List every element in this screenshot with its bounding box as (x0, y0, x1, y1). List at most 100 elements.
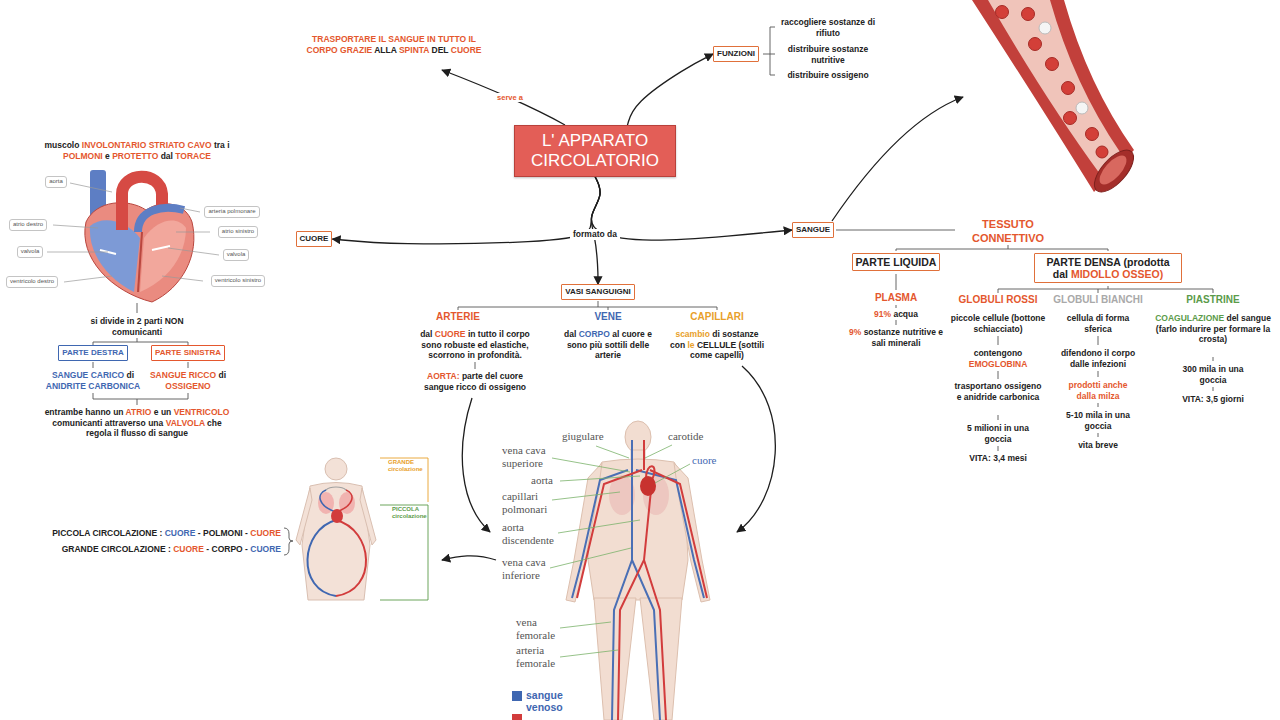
text-run: parti (144, 316, 162, 326)
leader-line (560, 650, 618, 657)
leader-line (162, 276, 203, 281)
body-part-label: arteria femorale (516, 644, 566, 669)
text-run (1002, 381, 1004, 391)
leader-line (550, 445, 690, 657)
text-run: ventricolo (215, 277, 241, 283)
text-run (497, 371, 499, 381)
vessel-note: dal CUORE in tutto il corpo sono robuste… (416, 329, 534, 361)
text-run: discendente (502, 534, 554, 546)
heart-illustration (85, 203, 194, 302)
blood-vessel-illustration (972, 0, 1134, 192)
tissue-heading: TESSUTO CONNETTIVO (963, 218, 1053, 245)
text-run: una (1228, 364, 1243, 374)
text-run: corpo (1111, 348, 1135, 358)
text-run (248, 528, 250, 538)
text-run (397, 45, 399, 55)
tree-line (836, 230, 1108, 251)
text-run (338, 45, 340, 55)
text-run: - (206, 544, 209, 554)
part-label: ventricolo sinistro (211, 275, 265, 286)
vessel-note: dal CORPO al cuore e sono più sottili de… (553, 329, 663, 361)
text-run: CUORE (451, 45, 482, 55)
text-run (1102, 348, 1104, 358)
text-run: come (690, 350, 712, 360)
text-run (972, 423, 974, 433)
text-run: nutritive (811, 55, 845, 65)
text-run: contengono (974, 348, 1023, 358)
human-body (577, 440, 707, 720)
heart-illustration (100, 246, 170, 254)
text-run (124, 407, 126, 417)
text-run (1211, 324, 1213, 334)
text-run (486, 382, 488, 392)
text-run (1002, 423, 1004, 433)
text-run (216, 370, 218, 380)
text-run: in (1105, 410, 1113, 420)
text-run (710, 329, 712, 339)
body-part-label: cuore (692, 454, 716, 467)
text-run: ARTERIE (436, 311, 480, 322)
text-run: MIDOLLO (1071, 268, 1119, 280)
text-run (1098, 294, 1101, 305)
text-run: L' (542, 131, 555, 150)
text-run: CONNETTIVO (972, 232, 1044, 244)
category-box: VASI SANGUIGNI (561, 284, 635, 299)
node-text: aorta (49, 178, 63, 185)
side-box: PARTE SINISTRA (151, 345, 225, 360)
circulation-label: GRANDE circolazione (388, 459, 428, 474)
text-run (1093, 313, 1095, 323)
blood-vessel-illustration (1039, 22, 1051, 34)
human-body (644, 560, 666, 720)
text-run (1119, 268, 1122, 280)
human-body (566, 421, 710, 720)
text-run: DENSA (1084, 256, 1120, 268)
text-run: superiore (502, 457, 543, 469)
text-run: vena (516, 616, 537, 628)
category-box: SANGUE (792, 222, 834, 237)
text-run (204, 544, 206, 554)
blood-fact: 300 mila in una goccia (1173, 364, 1253, 385)
text-run: ATRIO (126, 407, 152, 417)
text-run: VITA: (969, 453, 991, 463)
text-run: distribuire (788, 44, 830, 54)
text-run (980, 313, 982, 323)
text-run: CUORE (165, 528, 196, 538)
text-run: i (227, 140, 229, 150)
text-run (442, 340, 444, 350)
human-body (643, 440, 645, 470)
text-run (432, 329, 434, 339)
text-run: APPARATO (558, 131, 648, 150)
text-run (156, 428, 158, 438)
text-run: tutto (478, 329, 497, 339)
node-text: valvola (21, 248, 40, 255)
text-run (736, 340, 738, 350)
blood-fact: 9% sostanze nutritive e sali minerali (846, 327, 946, 348)
blood-fact: piccole cellule (bottone schiacciato) (946, 313, 1051, 334)
text-run: TESSUTO (982, 218, 1034, 230)
text-run (1177, 324, 1179, 334)
text-run: cava (526, 444, 546, 456)
arrow-line (442, 556, 496, 560)
text-run (98, 316, 100, 326)
text-run: le (687, 340, 694, 350)
human-body (566, 463, 602, 602)
body-part-label: giugulare (562, 430, 604, 443)
text-run: CIRCOLATORIO (531, 151, 659, 170)
text-run: difendono (1061, 348, 1102, 358)
text-run: in (468, 329, 476, 339)
text-run: elastiche, (490, 340, 529, 350)
blood-fact: VITA: 3,5 giorni (1168, 394, 1258, 405)
text-run: in (127, 316, 135, 326)
text-run: (farlo (1156, 324, 1177, 334)
text-run: PICCOLA (52, 528, 90, 538)
text-run: capelli) (715, 350, 744, 360)
text-run: il (1104, 348, 1109, 358)
legend-text: sangue venoso (526, 689, 571, 713)
circulation-label: PICCOLA circolazione (392, 506, 432, 521)
blood-vessel-illustration (972, 0, 1140, 198)
blood-vessel-illustration (1022, 8, 1035, 21)
text-run (1226, 364, 1228, 374)
text-run (861, 327, 863, 337)
part-label: arteria polmonare (204, 206, 259, 217)
text-run: atrio (222, 228, 234, 234)
